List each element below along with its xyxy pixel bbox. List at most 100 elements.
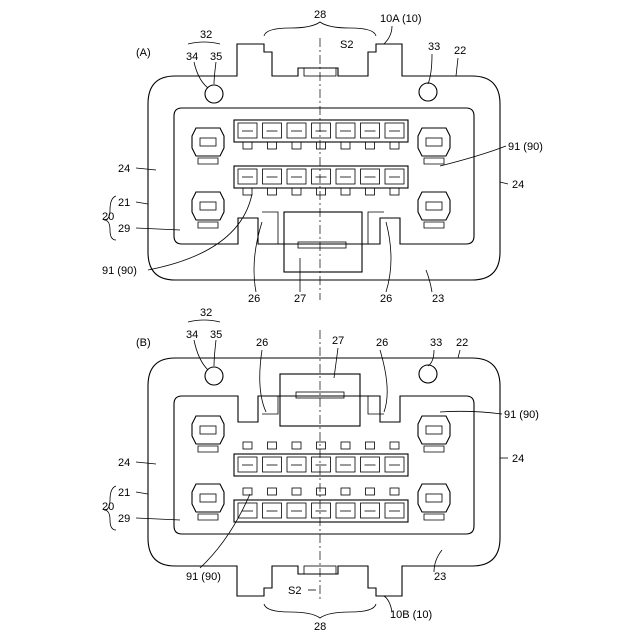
leader-part bbox=[384, 26, 392, 44]
terminal-cavity bbox=[312, 123, 331, 138]
panel-label: (A) bbox=[136, 47, 151, 59]
leader-24-left bbox=[136, 462, 156, 464]
label-23: 23 bbox=[432, 293, 444, 305]
label-29: 29 bbox=[118, 223, 130, 235]
side-terminal-core bbox=[426, 202, 442, 210]
terminal-contact bbox=[292, 142, 301, 149]
label-24-left: 24 bbox=[118, 457, 130, 469]
terminal-contact bbox=[268, 188, 277, 195]
leader-34 bbox=[194, 62, 208, 88]
terminal-contact bbox=[366, 488, 375, 495]
label-26-left: 26 bbox=[256, 337, 268, 349]
label-26-right: 26 bbox=[376, 337, 388, 349]
side-terminal-foot bbox=[198, 158, 218, 164]
terminal-contact bbox=[366, 142, 375, 149]
label-21: 21 bbox=[118, 487, 130, 499]
terminal-contact bbox=[390, 488, 399, 495]
side-terminal-core bbox=[200, 494, 216, 502]
label-27: 27 bbox=[332, 335, 344, 347]
side-terminal bbox=[418, 192, 450, 220]
terminal-cavity bbox=[385, 123, 404, 138]
side-terminal bbox=[192, 416, 224, 444]
pin-hole-33 bbox=[419, 365, 437, 383]
terminal-cavity bbox=[361, 457, 380, 472]
label-28: 28 bbox=[314, 621, 326, 633]
latch-arm-left bbox=[262, 396, 278, 414]
label-27: 27 bbox=[294, 293, 306, 305]
terminal-contact bbox=[341, 142, 350, 149]
latch-arm-right bbox=[368, 212, 384, 244]
terminal-cavity bbox=[238, 169, 257, 184]
label-part: 10B (10) bbox=[390, 609, 432, 621]
terminal-contact bbox=[341, 188, 350, 195]
terminal-contact bbox=[292, 442, 301, 449]
leader-21 bbox=[136, 492, 148, 494]
terminal-cavity bbox=[263, 169, 282, 184]
side-terminal-foot bbox=[198, 446, 218, 452]
label-22: 22 bbox=[454, 45, 466, 57]
terminal-cavity bbox=[336, 169, 355, 184]
leader-91-lower bbox=[200, 494, 250, 568]
terminal-contact bbox=[292, 188, 301, 195]
label-32: 32 bbox=[200, 307, 212, 319]
side-terminal bbox=[418, 484, 450, 512]
label-24-left: 24 bbox=[118, 163, 130, 175]
terminal-contact bbox=[268, 142, 277, 149]
terminal-contact bbox=[317, 142, 326, 149]
panel-label: (B) bbox=[136, 337, 151, 349]
terminal-cavity bbox=[238, 503, 257, 518]
side-terminal bbox=[192, 484, 224, 512]
terminal-cavity bbox=[263, 503, 282, 518]
side-terminal-foot bbox=[424, 158, 444, 164]
leader-91-upper bbox=[440, 411, 502, 414]
label-s2: S2 bbox=[340, 39, 353, 51]
latch-arm-right bbox=[368, 396, 384, 414]
side-terminal bbox=[192, 192, 224, 220]
terminal-contact bbox=[243, 442, 252, 449]
side-terminal-core bbox=[426, 138, 442, 146]
label-24-right: 24 bbox=[512, 453, 524, 465]
label-34: 34 bbox=[186, 329, 198, 341]
side-terminal-foot bbox=[198, 222, 218, 228]
side-terminal-foot bbox=[424, 446, 444, 452]
leader-35 bbox=[214, 340, 216, 366]
housing-outline bbox=[148, 358, 500, 596]
label-s2: S2 bbox=[288, 585, 301, 597]
leader-35 bbox=[214, 62, 216, 84]
leader-21 bbox=[136, 202, 148, 204]
label-23: 23 bbox=[434, 571, 446, 583]
side-terminal-foot bbox=[424, 514, 444, 520]
terminal-contact bbox=[366, 188, 375, 195]
label-33: 33 bbox=[428, 41, 440, 53]
terminal-cavity bbox=[385, 503, 404, 518]
brace-28 bbox=[264, 22, 376, 36]
terminal-cavity bbox=[238, 123, 257, 138]
terminal-contact bbox=[390, 442, 399, 449]
latch-slot bbox=[298, 242, 346, 248]
leader-23 bbox=[426, 270, 432, 292]
side-terminal-foot bbox=[198, 514, 218, 520]
terminal-cavity bbox=[238, 457, 257, 472]
terminal-cavity bbox=[336, 503, 355, 518]
terminal-contact bbox=[268, 488, 277, 495]
terminal-cavity bbox=[312, 503, 331, 518]
label-91-lower: 91 (90) bbox=[102, 265, 137, 277]
label-20: 20 bbox=[102, 211, 114, 223]
terminal-contact bbox=[292, 488, 301, 495]
label-91-upper: 91 (90) bbox=[504, 409, 539, 421]
latch-arm-left bbox=[262, 212, 278, 244]
leader-26-right bbox=[386, 222, 391, 292]
label-91-lower: 91 (90) bbox=[186, 571, 221, 583]
label-20: 20 bbox=[102, 501, 114, 513]
terminal-cavity bbox=[287, 457, 306, 472]
terminal-cavity bbox=[336, 457, 355, 472]
side-terminal-core bbox=[426, 494, 442, 502]
terminal-cavity bbox=[312, 457, 331, 472]
label-33: 33 bbox=[430, 337, 442, 349]
leader-22 bbox=[458, 350, 460, 358]
leader-23 bbox=[434, 550, 442, 572]
connector-figure-b: (B) 32 34 35 26 27 26 33 22 91 (90) 24 2… bbox=[102, 307, 539, 633]
terminal-contact bbox=[317, 488, 326, 495]
terminal-cavity bbox=[287, 503, 306, 518]
side-terminal bbox=[418, 128, 450, 156]
